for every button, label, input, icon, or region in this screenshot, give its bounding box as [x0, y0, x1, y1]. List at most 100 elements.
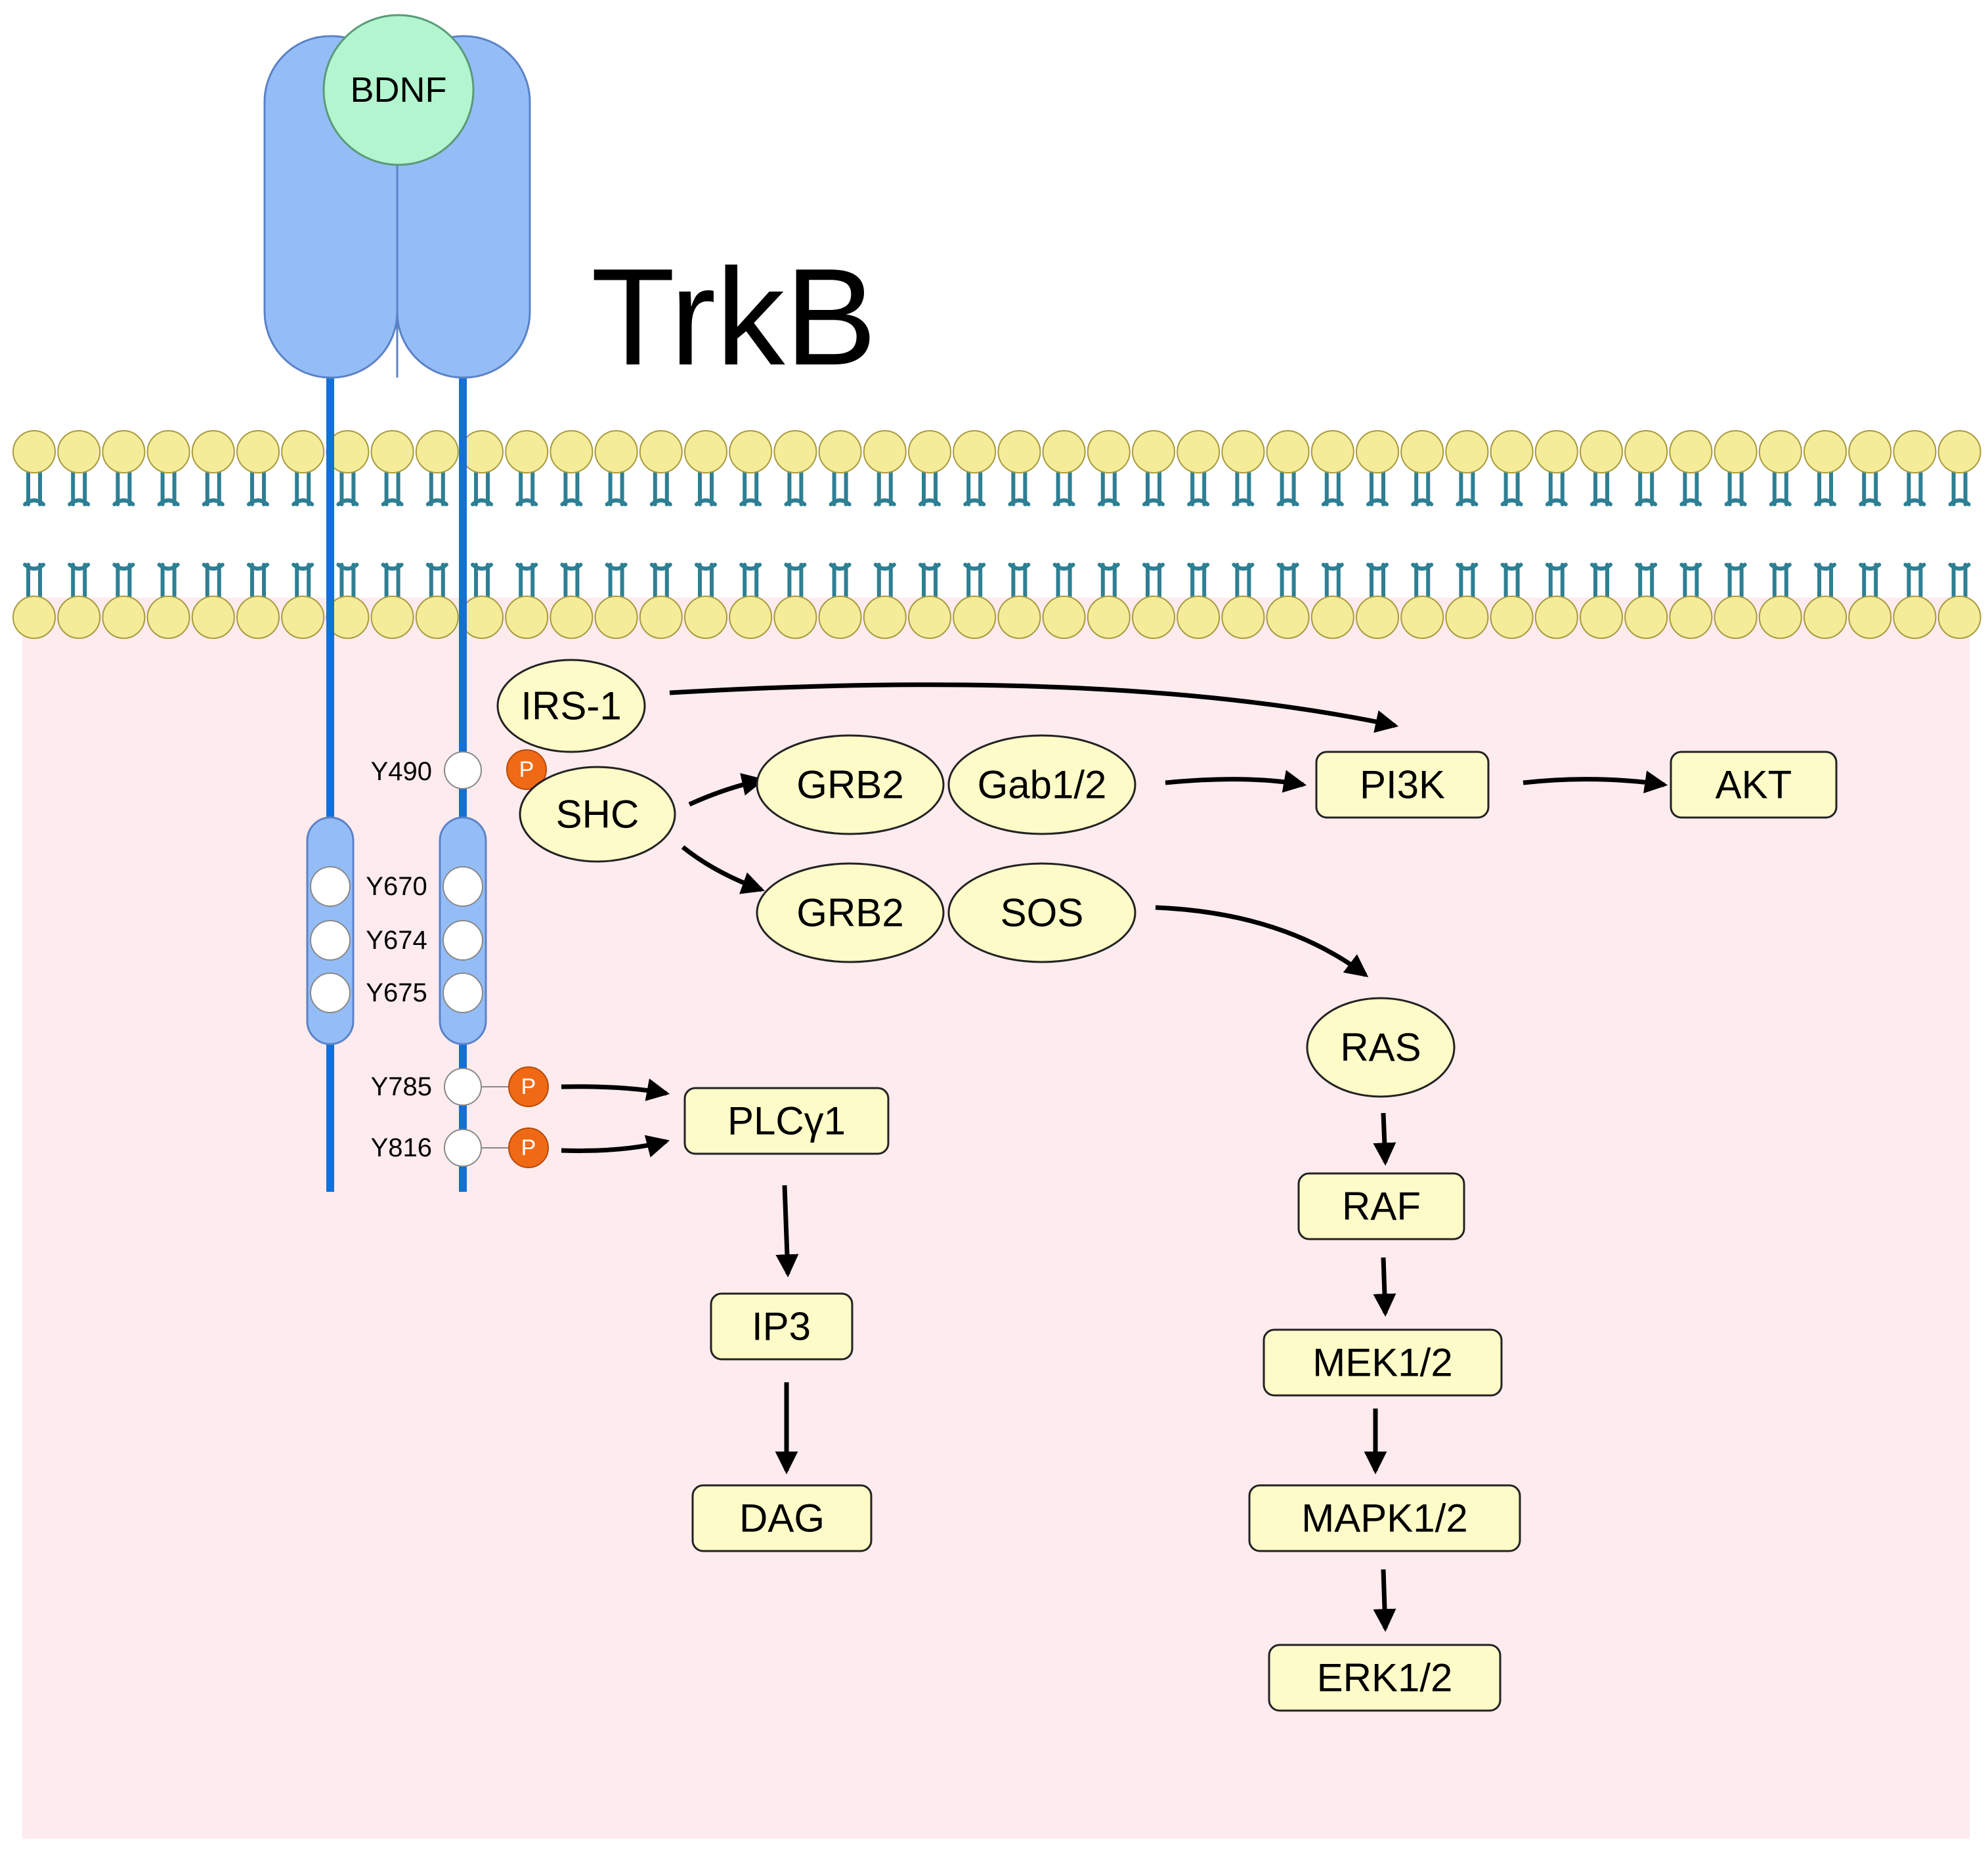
lipid-head-outer [1042, 430, 1086, 473]
node-gab: Gab1/2 [947, 734, 1136, 835]
node-ip3-label: IP3 [752, 1305, 811, 1349]
lipid-head-inner [1669, 596, 1713, 639]
lipid-tail-pair [963, 471, 986, 598]
site-label-y675: Y675 [366, 978, 427, 1007]
lipid-head-outer [146, 430, 190, 473]
lipid-tail-pair [23, 471, 45, 598]
arrow-gab-to-pi3k [1165, 770, 1307, 793]
lipid-head-outer [236, 430, 280, 473]
lipid-head-inner [953, 596, 997, 639]
lipid-tail-pair [784, 471, 807, 598]
lipid-head-outer [1804, 430, 1847, 473]
arrow-ras-to-raf [1373, 1112, 1396, 1166]
node-shc-label: SHC [556, 793, 639, 837]
node-pi3k: PI3K [1315, 751, 1490, 819]
phospho-label-y816: P [521, 1135, 536, 1160]
lipid-head-inner [1624, 596, 1668, 639]
lipid-tail-pair [515, 471, 538, 598]
lipid-head-outer [594, 430, 638, 473]
lipid-head-outer [1132, 430, 1175, 473]
lipid-head-inner [1445, 596, 1489, 639]
lipid-head-outer [281, 430, 325, 473]
lipid-tail-pair [1814, 471, 1836, 598]
node-shc: SHC [519, 766, 676, 863]
lipid-head-outer [953, 430, 997, 473]
lipid-head-outer [505, 430, 549, 473]
lipid-tail-pair [112, 471, 135, 598]
lipid-head-inner [1042, 596, 1086, 639]
arrow-plcg1-to-ip3 [775, 1185, 799, 1278]
pathway-arrows [561, 682, 1668, 1632]
node-irs1-label: IRS-1 [521, 684, 621, 728]
lipid-head-inner [57, 596, 101, 639]
lipid-head-inner [639, 596, 683, 639]
lipid-tail-pair [873, 471, 896, 598]
lipid-head-inner [1893, 596, 1937, 639]
lipid-head-outer [57, 430, 101, 473]
lipid-tail-pair [202, 471, 225, 598]
lipid-head-outer [1490, 430, 1534, 473]
lipid-head-outer [1445, 430, 1489, 473]
lipid-tail-pair [1948, 471, 1971, 598]
lipid-tail-pair [1142, 471, 1165, 598]
phospho-label-y490: P [519, 757, 534, 782]
lipid-head-inner [1177, 596, 1221, 639]
lipid-head-outer [102, 430, 146, 473]
lipid-tail-pair [1232, 471, 1255, 598]
lipid-head-inner [505, 596, 549, 639]
lipid-head-outer [1534, 430, 1578, 473]
lipid-head-inner [684, 596, 727, 639]
lipid-head-outer [550, 430, 594, 473]
lipid-head-inner [1804, 596, 1847, 639]
lipid-head-inner [281, 596, 325, 639]
lipid-head-outer [460, 430, 504, 473]
lipid-head-inner [1580, 596, 1623, 639]
bdnf-label: BDNF [351, 70, 447, 110]
lipid-head-outer [191, 430, 235, 473]
lipid-head-inner [863, 596, 907, 639]
node-mek: MEK1/2 [1263, 1328, 1503, 1397]
lipid-head-outer [1221, 430, 1265, 473]
lipid-tail-pair [1500, 471, 1523, 598]
node-gab-label: Gab1/2 [978, 763, 1107, 807]
lipid-head-outer [415, 430, 459, 473]
site-label-y670: Y670 [366, 872, 427, 901]
lipid-tail-pair [649, 471, 672, 598]
lipid-head-outer [1937, 430, 1981, 473]
trkb-title: TrkB [591, 240, 876, 394]
lipid-head-outer [639, 430, 683, 473]
arrow-y816-to-plcg1 [561, 1135, 670, 1158]
lipid-tail-pair [157, 471, 180, 598]
node-pi3k-label: PI3K [1360, 763, 1445, 807]
arrow-y785-to-plcg1 [561, 1078, 670, 1101]
site-y785-circle [444, 1068, 482, 1106]
arrow-raf-to-mek [1373, 1257, 1396, 1317]
lipid-tail-pair [471, 471, 493, 598]
lipid-tail-pair [1276, 471, 1299, 598]
node-grb2-b: GRB2 [756, 862, 945, 963]
lipid-head-inner [550, 596, 594, 639]
lipid-head-inner [1400, 596, 1444, 639]
kinase-site-left-1 [310, 866, 351, 907]
node-grb2-a: GRB2 [756, 734, 945, 835]
lipid-head-inner [1221, 596, 1265, 639]
arrow-sos-to-ras [1155, 905, 1369, 978]
node-mek-label: MEK1/2 [1312, 1341, 1452, 1385]
lipid-head-inner [1534, 596, 1578, 639]
lipid-head-inner [191, 596, 235, 639]
site-label-y816: Y816 [371, 1133, 432, 1162]
lipid-tail-pair [1411, 471, 1434, 598]
lipid-head-inner [236, 596, 280, 639]
arrow-mapk-to-erk [1373, 1569, 1396, 1632]
lipid-head-inner [12, 596, 56, 639]
lipid-head-outer [12, 430, 56, 473]
lipid-head-inner [1087, 596, 1131, 639]
kinase-site-right-1 [443, 866, 483, 907]
phospho-group-y490: P [506, 749, 547, 790]
node-mapk-label: MAPK1/2 [1301, 1497, 1467, 1541]
phospho-group-y785: P [508, 1066, 549, 1107]
lipid-tail-pair [1187, 471, 1210, 598]
lipid-head-outer [818, 430, 862, 473]
lipid-tail-pair [1859, 471, 1882, 598]
